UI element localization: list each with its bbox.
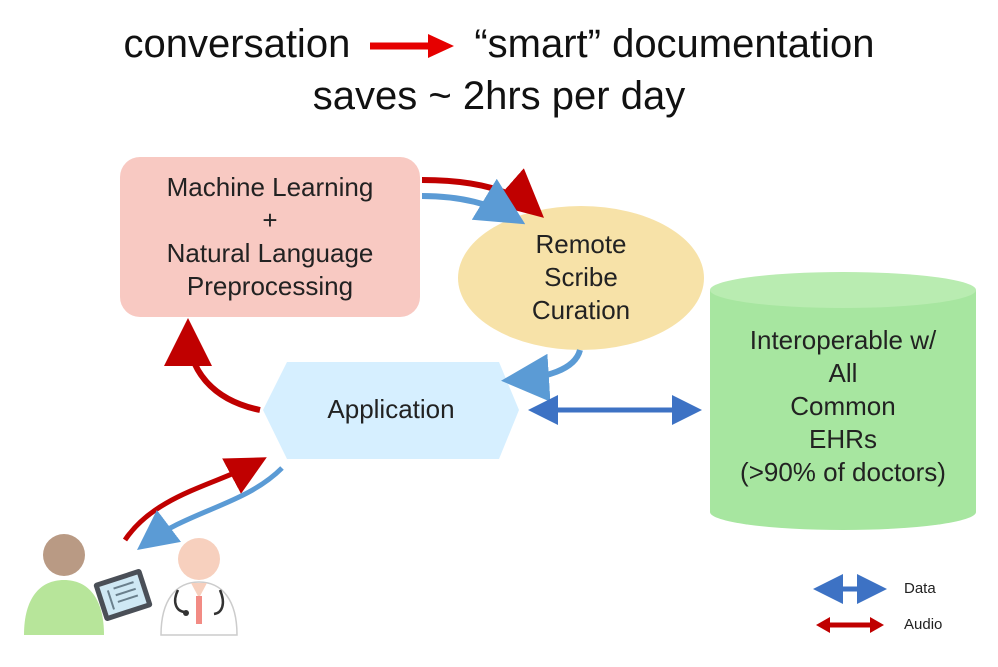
ehr-line-3: Common [790,391,896,421]
ehr-cylinder [710,272,976,530]
ehr-label: Interoperable w/ All Common EHRs (>90% o… [710,324,976,489]
data-arrow-ml-to-scribe [421,178,526,225]
scribe-line-3: Curation [531,295,631,325]
scribe-line-2: Scribe [544,262,618,292]
data-arrow-app-to-users [137,466,284,551]
ml-line-2: + [262,205,278,235]
ml-preprocessing-box [120,157,420,317]
application-label: Application [327,394,455,424]
remote-scribe-label: Remote Scribe Curation [458,228,704,327]
headline-right: “smart” documentation [474,22,875,66]
remote-scribe-ellipse [458,206,704,350]
doctor-icon [160,538,238,636]
ehr-line-5: (>90% of doctors) [740,457,946,487]
legend-data-label: Data [904,580,936,597]
ml-preprocessing-label: Machine Learning + Natural Language Prep… [120,171,420,303]
ml-line-3: Natural Language [166,238,374,268]
data-arrow-scribe-to-app [501,348,583,402]
ml-line-4: Preprocessing [186,271,354,301]
legend-audio-arrow-shape [816,617,884,633]
ehr-line-1: Interoperable w/ [749,325,937,355]
legend-audio-label: Audio [904,616,943,633]
headline: conversation “smart” documentation [0,22,998,67]
ehr-line-2: All [828,358,858,388]
patient-icon [24,534,104,635]
application-hexagon [263,362,519,459]
tablet-icon [93,569,153,621]
audio-arrow-users-to-app [122,457,267,542]
ehr-line-4: EHRs [809,424,877,454]
headline-left: conversation [123,22,351,66]
headline-subtitle: saves ~ 2hrs per day [312,74,686,118]
scribe-line-1: Remote [535,229,627,259]
ml-line-1: Machine Learning [166,172,374,202]
audio-arrow-app-to-ml [164,318,261,413]
red-arrow-icon [370,34,455,59]
